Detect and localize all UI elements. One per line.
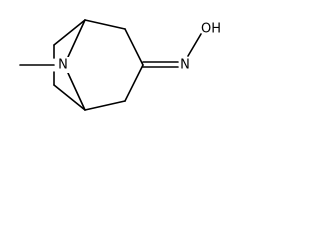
chemical-structure: N N OH xyxy=(19,19,221,111)
right-lower-diagonal-bond xyxy=(124,64,144,102)
left-lower-bond xyxy=(53,84,86,111)
right-upper-bond xyxy=(84,19,126,30)
n-to-upper-bridgehead-bond xyxy=(67,19,86,58)
ring-nitrogen-label-bg xyxy=(56,57,70,73)
left-upper-bond xyxy=(53,19,86,46)
n-to-lower-bridgehead-bond xyxy=(67,72,86,111)
right-upper-diagonal-bond xyxy=(124,28,144,66)
ring-nitrogen-label: N xyxy=(58,58,68,73)
oxime-nitrogen-label: N xyxy=(180,58,190,73)
hydroxyl-label: OH xyxy=(201,22,221,37)
n-o-bond xyxy=(187,33,202,57)
right-lower-bond xyxy=(84,100,126,111)
